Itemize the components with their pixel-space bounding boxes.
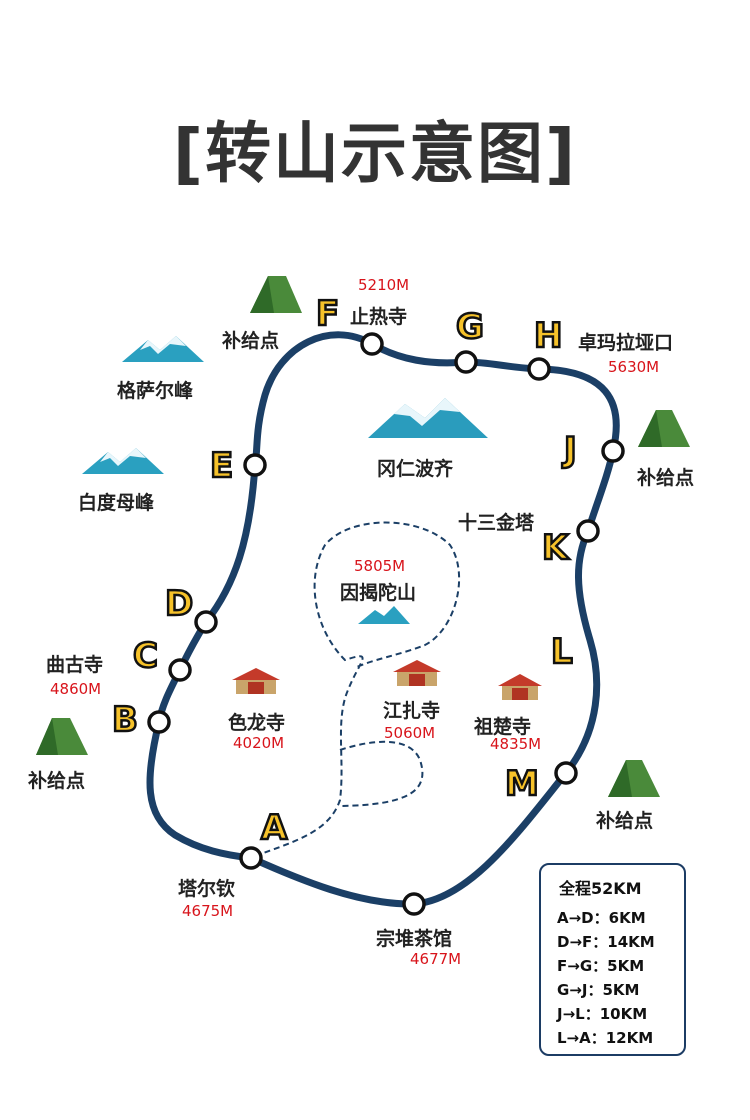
elevation-label: 4860M [50, 680, 102, 698]
stop-name: 曲古寺 [46, 654, 104, 676]
supply-label: 补给点 [222, 330, 280, 352]
stop-k-marker[interactable] [576, 519, 600, 543]
stop-teahouse-marker[interactable] [402, 892, 426, 916]
legend-row: A→D：6KM [557, 909, 646, 927]
stop-g-marker[interactable] [454, 350, 478, 374]
temple-icon [498, 674, 542, 700]
tent-icon [638, 410, 690, 447]
stop-a-marker[interactable] [239, 846, 263, 870]
stop-j-marker[interactable] [601, 439, 625, 463]
stop-letter-d: D [164, 583, 195, 626]
stop-name: 止热寺 [350, 306, 408, 328]
stop-letter-j: J [563, 429, 578, 472]
mountain-icon [122, 336, 204, 362]
stop-name: 塔尔钦 [178, 878, 236, 900]
elevation-label: 4835M [490, 735, 542, 753]
distance-legend: 全程52KM A→D：6KM D→F：14KM F→G：5KM G→J：5KM … [539, 863, 686, 1056]
elevation-label: 4020M [233, 734, 285, 752]
elevation-label: 4677M [410, 950, 462, 968]
stop-letter-e: E [209, 445, 235, 488]
temple-icon [232, 668, 280, 694]
stop-m-marker[interactable] [554, 761, 578, 785]
legend-row: G→J：5KM [557, 981, 640, 999]
elevation-label: 5630M [608, 358, 660, 376]
stop-b-marker[interactable] [147, 710, 171, 734]
stop-f-marker[interactable] [360, 332, 384, 356]
mountain-name: 白度母峰 [78, 492, 155, 514]
legend-row: J→L：10KM [557, 1005, 648, 1023]
mountain-name: 冈仁波齐 [377, 458, 454, 480]
stop-c-marker[interactable] [168, 658, 192, 682]
stop-e-marker[interactable] [243, 453, 267, 477]
temple-name: 祖楚寺 [474, 716, 532, 738]
stop-letter-k: K [541, 527, 570, 570]
mountain-name: 因揭陀山 [340, 582, 417, 604]
temple-name: 江扎寺 [383, 700, 441, 722]
mountain-icon [82, 448, 164, 474]
stop-letter-f: F [315, 293, 341, 336]
supply-label: 补给点 [596, 810, 654, 832]
stop-h-marker[interactable] [527, 357, 551, 381]
stop-letter-l: L [550, 631, 574, 674]
temple-name: 色龙寺 [228, 712, 286, 734]
supply-label: 补给点 [637, 467, 695, 489]
legend-row: D→F：14KM [557, 933, 655, 951]
elevation-label: 4675M [182, 902, 234, 920]
temple-icon [393, 660, 441, 686]
stop-letter-c: C [132, 635, 159, 678]
legend-total: 全程52KM [559, 879, 642, 898]
elevation-label: 5210M [358, 276, 410, 294]
dashed-inner-path [254, 521, 461, 857]
mountain-name: 格萨尔峰 [117, 380, 194, 402]
elevation-label: 5805M [354, 557, 406, 575]
tent-icon [36, 718, 88, 755]
tent-icon [250, 276, 302, 313]
stop-letter-m: M [504, 763, 540, 806]
stop-name: 卓玛拉垭口 [578, 332, 674, 354]
supply-label: 补给点 [28, 770, 86, 792]
stop-letter-b: B [111, 699, 139, 742]
stop-letter-h: H [533, 315, 564, 358]
elevation-label: 5060M [384, 724, 436, 742]
mountain-icon [368, 398, 488, 438]
stop-name: 十三金塔 [458, 512, 535, 534]
stop-d-marker[interactable] [194, 610, 218, 634]
legend-row: L→A：12KM [557, 1029, 654, 1047]
stop-name: 宗堆茶馆 [376, 928, 453, 950]
legend-row: F→G：5KM [557, 957, 645, 975]
mountain-icon [358, 606, 410, 624]
stop-markers [147, 332, 625, 916]
tent-icon [608, 760, 660, 797]
stop-letter-g: G [455, 306, 485, 349]
stop-letter-a: A [260, 807, 289, 850]
page-title: [转山示意图] [172, 115, 578, 192]
